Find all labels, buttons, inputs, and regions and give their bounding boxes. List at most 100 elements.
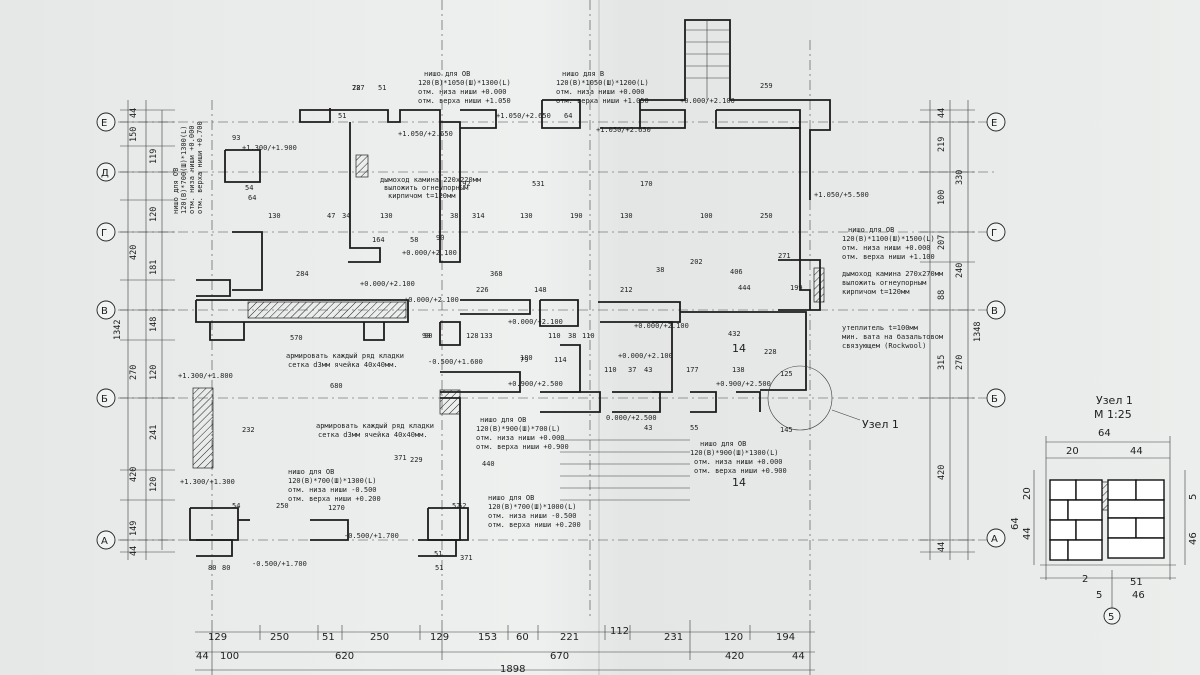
dim-label: 44	[937, 542, 947, 552]
dim-label: 181	[149, 260, 159, 275]
interior-dim-label: 52	[458, 502, 466, 510]
detail-dim: 44	[1022, 527, 1033, 540]
interior-dim-label: 128	[466, 332, 479, 340]
interior-dim-label: 680	[330, 382, 343, 390]
axis-label-left: Г	[101, 228, 107, 239]
dim-label: 315	[937, 355, 947, 370]
dim-label: 100	[937, 190, 947, 205]
dim-label: 1348	[973, 322, 983, 342]
interior-dim-label: 43	[644, 366, 652, 374]
section-mark: 14	[732, 476, 746, 489]
elevation-mark: -0.500/+1.600	[428, 358, 483, 366]
dim-label: 270	[955, 355, 965, 370]
interior-dim-label: 58	[410, 236, 418, 244]
dim-label: 112	[610, 626, 629, 637]
detail-axis-label: 5	[1108, 612, 1114, 623]
dim-label: 250	[370, 632, 389, 643]
detail-dim: 44	[1130, 446, 1143, 457]
interior-dim-label: 34	[342, 212, 350, 220]
dim-label: 270	[129, 365, 139, 380]
interior-dim-label: 284	[296, 270, 309, 278]
dim-label: 250	[270, 632, 289, 643]
elevation-mark: +0.000/+2.100	[508, 318, 563, 326]
interior-dim-label: 250	[760, 212, 773, 220]
elevation-mark: +1.300/+1.300	[180, 478, 235, 486]
note-line: дымоход камина 220х220мм	[380, 176, 482, 184]
note-line: армировать каждый ряд кладки	[316, 422, 434, 430]
note-line: выложить огнеупорным	[384, 184, 469, 192]
elevation-mark: -0.500/+1.700	[344, 532, 399, 540]
interior-dim-label: 130	[620, 212, 633, 220]
note-line: 120(В)*900(Ш)*1300(L)	[690, 449, 779, 457]
elevation-mark: +1.300/+1.900	[242, 144, 297, 152]
note-line: нишо для ОВ	[480, 416, 526, 424]
interior-dim-label: 271	[778, 252, 791, 260]
axis-markers-left: Е Д Г В Б А	[96, 112, 116, 550]
interior-dim-label: 90	[424, 332, 432, 340]
detail-dim: 20	[1022, 487, 1033, 500]
dim-label: 129	[430, 632, 449, 643]
left-dimension-lines	[120, 100, 175, 560]
interior-dim-label: 250	[276, 502, 289, 510]
note-line: нишо для ОВ	[700, 440, 746, 448]
interior-dim-label: 232	[242, 426, 255, 434]
elevation-mark: +1.050/+2.650	[496, 112, 551, 120]
elevation-mark: +0.000/+2.100	[404, 296, 459, 304]
notes: нишо для ОВ 120(В)*1050(Ш)*1300(L) отм. …	[172, 70, 944, 529]
interior-dim-label: 314	[472, 212, 485, 220]
dim-label: 153	[478, 632, 497, 643]
dim-label: 44	[129, 108, 139, 118]
dim-label: 1342	[113, 320, 123, 340]
axis-label-left: Е	[101, 118, 107, 129]
interior-dim-label: 52	[452, 502, 460, 510]
interior-dim-label: 100	[700, 212, 713, 220]
dim-label: 620	[335, 651, 354, 662]
detail-dim: 46	[1132, 590, 1145, 601]
walls	[189, 19, 831, 557]
note-line: 120(В)*700(Ш)*1300(L)	[180, 125, 188, 214]
interior-dim-label: 130	[520, 212, 533, 220]
note-line: нишо для ОВ	[288, 468, 334, 476]
interior-dim-label: 110	[582, 332, 595, 340]
interior-dim-label: 371	[394, 454, 407, 462]
note-line: отм. низа ниши -0.500	[488, 512, 577, 520]
elevation-mark: +0.900/+2.500	[716, 380, 771, 388]
dim-label: 221	[560, 632, 579, 643]
interior-dim-label: 37	[628, 366, 636, 374]
interior-dim-label: 190	[570, 212, 583, 220]
note-line: 120(В)*900(Ш)*700(L)	[476, 425, 560, 433]
interior-dim-label: 80	[222, 564, 230, 572]
note-line: отм. верха ниши +0.700	[196, 121, 204, 214]
interior-dim-label: 38	[450, 212, 458, 220]
note-line: сетка d3мм ячейка 40х40мм.	[318, 431, 428, 439]
paper-fold	[598, 0, 600, 675]
interior-dim-label: 110	[604, 366, 617, 374]
axis-label-left: В	[101, 306, 108, 317]
dim-label: 120	[149, 477, 159, 492]
note-line: нишо для ОВ	[848, 226, 894, 234]
interior-dim-label: 212	[620, 286, 633, 294]
dim-label: 670	[550, 651, 569, 662]
note-line: 120(В)*1050(Ш)*1300(L)	[418, 79, 511, 87]
interior-dim-label: 130	[268, 212, 281, 220]
interior-dim-label: 371	[460, 554, 473, 562]
dim-label: 88	[937, 290, 947, 300]
elevation-mark: +1.300/+1.800	[178, 372, 233, 380]
interior-dim-label: 229	[410, 456, 423, 464]
interior-dim-label: 54	[232, 502, 240, 510]
note-line: отм. верха ниши +0.200	[288, 495, 381, 503]
note-line: отм. низа ниши +0.000	[694, 458, 783, 466]
interior-dim-label: 90	[436, 234, 444, 242]
detail-dim: 5	[1096, 590, 1102, 601]
interior-dim-label: 55	[690, 424, 698, 432]
interior-dim-label: 440	[482, 460, 495, 468]
note-line: кирпичом t=120мм	[842, 288, 910, 296]
axis-label-right: Г	[991, 228, 997, 239]
dim-label: 194	[776, 632, 795, 643]
axis-markers-right: Е Г В Б А	[986, 112, 1006, 548]
dim-label: 330	[955, 170, 965, 185]
note-line: сетка d3мм ячейка 40х40мм.	[288, 361, 398, 369]
dim-label: 420	[725, 651, 744, 662]
dim-label: 420	[937, 465, 947, 480]
